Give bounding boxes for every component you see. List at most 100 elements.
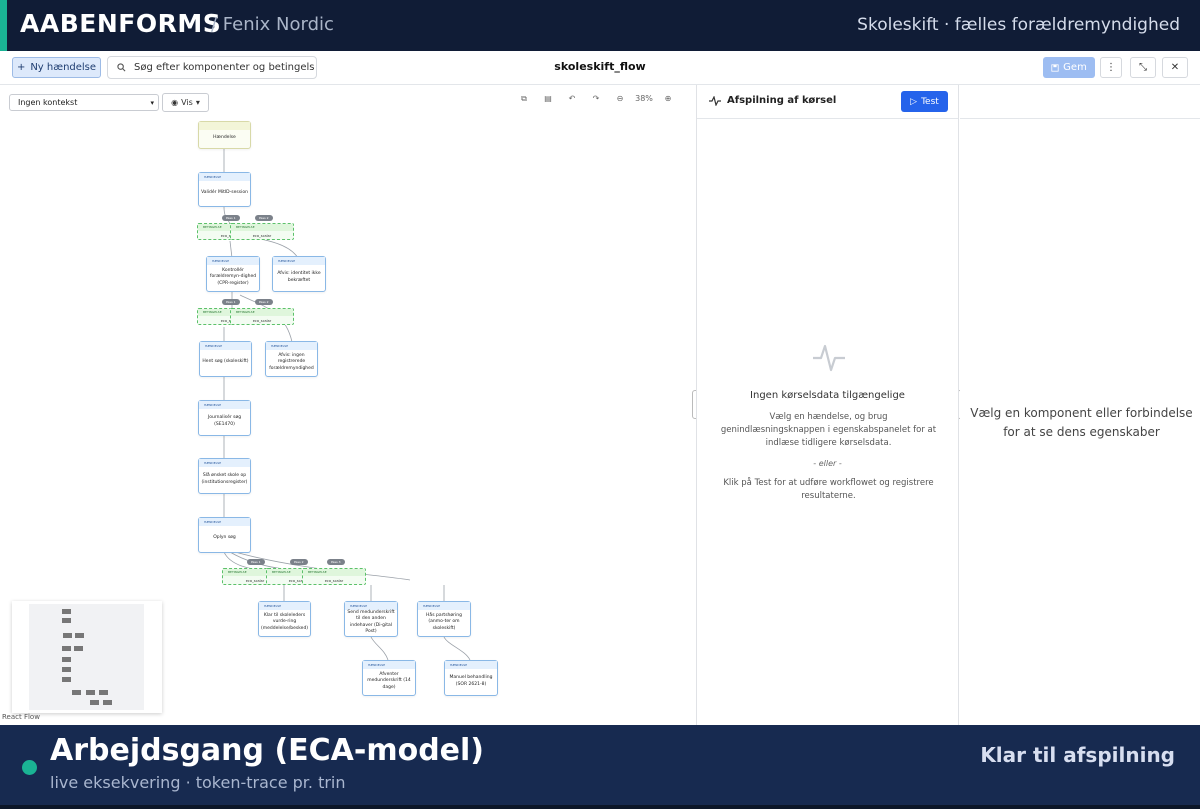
condition-value: eca_scalar xyxy=(252,234,272,238)
workflow-node[interactable]: Hændelse xyxy=(198,121,251,149)
test-button[interactable]: ▷ Test xyxy=(901,91,948,112)
minimap-node xyxy=(62,677,71,682)
minimap-node xyxy=(63,633,72,638)
minimap-viewport xyxy=(29,604,144,710)
close-icon: ✕ xyxy=(1170,62,1180,73)
node-label: Slå ønsket skole op (institutionsregiste… xyxy=(201,473,248,485)
workflow-node[interactable]: HÆNDELSE Journalisér søg (SE1470) xyxy=(198,400,251,436)
node-header: HÆNDELSE xyxy=(418,602,470,610)
node-label: Oplyn søg xyxy=(213,535,236,541)
footer-status: Klar til afspilning xyxy=(980,743,1175,767)
node-header: HÆNDELSE xyxy=(200,342,251,350)
workflow-node[interactable]: HÆNDELSE Hås partshøring (anmo-ter om sk… xyxy=(417,601,471,637)
node-label: Klar til skoleleders vurde-ring (meddele… xyxy=(260,613,309,631)
brand-name: AABENFORMS xyxy=(20,9,222,38)
workflow-node[interactable]: HÆNDELSE Slå ønsket skole op (institutio… xyxy=(198,458,251,494)
condition-header: BETINGELSE xyxy=(223,569,287,576)
node-header: HÆNDELSE xyxy=(266,342,317,350)
condition-value: eca_scalar xyxy=(252,319,272,323)
workflow-node[interactable]: HÆNDELSE Klar til skoleleders vurde-ring… xyxy=(258,601,311,637)
node-label: Hent søg (skoleskift) xyxy=(202,359,249,365)
view-label: Vis xyxy=(181,98,193,107)
zoom-out-icon[interactable]: ⊖ xyxy=(616,94,624,103)
workflow-node[interactable]: HÆNDELSE Afventer medunderskrift (14 dag… xyxy=(362,660,416,696)
minimize-icon: ⤡ xyxy=(1139,62,1147,73)
workflow-node[interactable]: HÆNDELSE Afvis: identitet ikke bekræftet xyxy=(272,256,326,292)
flow-canvas[interactable]: Ingen kontekst ▾ ◉ Vis ▾ ⧉ ▤ ↶ ↷ ⊖ 38% ⊕ xyxy=(0,85,696,725)
node-header: HÆNDELSE xyxy=(199,401,250,409)
component-search-input[interactable]: Søg efter komponenter og betingels xyxy=(107,56,317,79)
condition-value: eca_scalar xyxy=(198,319,262,323)
minimap-node xyxy=(62,667,71,672)
node-header: HÆNDELSE xyxy=(207,257,259,265)
workflow-node[interactable]: HÆNDELSE Validér MitID-session xyxy=(198,172,251,207)
footer-banner: Arbejdsgang (ECA-model) live eksekvering… xyxy=(0,725,1200,809)
condition-header: BETINGELSE xyxy=(231,224,293,231)
workflow-node[interactable]: HÆNDELSE Manuel behandling (SOR 2621-8) xyxy=(444,660,498,696)
condition-header: BETINGELSE xyxy=(267,569,329,576)
condition-value: eca_scalar xyxy=(245,579,265,583)
new-event-button[interactable]: + Ny hændelse xyxy=(12,57,101,78)
minimap-node xyxy=(62,609,71,614)
edge-label: Pass 1 xyxy=(222,299,240,305)
condition-header: BETINGELSE xyxy=(303,569,365,576)
footer-subtitle: live eksekvering · token-trace pr. trin xyxy=(50,773,346,792)
minimap-node xyxy=(86,690,95,695)
minimap-node xyxy=(62,657,71,662)
workflow-node[interactable]: HÆNDELSE Send medunderskrift til den and… xyxy=(344,601,398,637)
view-button[interactable]: ◉ Vis ▾ xyxy=(162,93,209,112)
workflow-node[interactable]: HÆNDELSE Afvis: ingen registrerede foræl… xyxy=(265,341,318,377)
status-dot-icon xyxy=(22,760,37,775)
node-label: Afventer medunderskrift (14 dage) xyxy=(367,672,411,690)
activity-icon xyxy=(709,95,721,106)
copy-icon[interactable]: ⧉ xyxy=(521,94,527,103)
condition-value: eca_scalar xyxy=(198,234,262,238)
context-select[interactable]: Ingen kontekst ▾ xyxy=(9,94,159,111)
save-label: Gem xyxy=(1063,62,1087,73)
edge-label: Pass 2 xyxy=(255,299,273,305)
empty-state-hint: Klik på Test for at udføre workflowet og… xyxy=(723,478,934,502)
plus-icon: + xyxy=(16,62,26,73)
workflow-node[interactable]: HÆNDELSE Kontrollér forældremyn-dighed (… xyxy=(206,256,260,292)
workflow-node[interactable]: HÆNDELSE Oplyn søg xyxy=(198,517,251,553)
activity-icon xyxy=(813,344,845,372)
collapse-button[interactable]: ⤡ xyxy=(1130,57,1156,78)
edge-label: Pass 1 xyxy=(222,215,240,221)
node-label: Journalisér søg (SE1470) xyxy=(207,415,242,427)
close-button[interactable]: ✕ xyxy=(1162,57,1188,78)
condition-node[interactable]: BETINGELSE eca_scalar xyxy=(302,568,366,585)
accent-stripe xyxy=(0,0,7,51)
properties-panel: Vælg en komponent eller forbindelse for … xyxy=(960,85,1200,725)
playback-title-text: Afspilning af kørsel xyxy=(727,95,837,106)
node-header: HÆNDELSE xyxy=(273,257,325,265)
properties-header xyxy=(960,85,1200,119)
node-label: Send medunderskrift til den anden indeha… xyxy=(347,610,395,634)
workflow-context-title: Skoleskift · fælles forældremyndighed xyxy=(857,15,1180,35)
playback-header: Afspilning af kørsel ▷ Test xyxy=(697,85,958,119)
chevron-down-icon: ▾ xyxy=(195,98,200,107)
condition-node[interactable]: BETINGELSE eca_scalar xyxy=(230,223,294,240)
react-flow-attribution[interactable]: React Flow xyxy=(2,713,40,721)
node-header: HÆNDELSE xyxy=(199,173,250,181)
minimap[interactable] xyxy=(12,601,162,713)
minimap-node xyxy=(90,700,99,705)
node-header: HÆNDELSE xyxy=(199,459,250,467)
node-header: HÆNDELSE xyxy=(259,602,310,610)
eye-icon: ◉ xyxy=(171,98,179,107)
condition-value: eca_scalar xyxy=(288,579,308,583)
node-label: Hås partshøring (anmo-ter om skoleskift) xyxy=(426,613,462,631)
redo-icon[interactable]: ↷ xyxy=(592,94,600,103)
clipboard-icon[interactable]: ▤ xyxy=(544,94,552,103)
save-button[interactable]: Gem xyxy=(1043,57,1095,78)
workflow-node[interactable]: HÆNDELSE Hent søg (skoleskift) xyxy=(199,341,252,377)
undo-icon[interactable]: ↶ xyxy=(568,94,576,103)
condition-header: BETINGELSE xyxy=(231,309,293,316)
zoom-level: 38% xyxy=(635,94,653,103)
more-options-button[interactable]: ⋮ xyxy=(1100,57,1122,78)
footer-title: Arbejdsgang (ECA-model) xyxy=(50,733,485,768)
condition-node[interactable]: BETINGELSE eca_scalar xyxy=(230,308,294,325)
node-header: HÆNDELSE xyxy=(445,661,497,669)
search-icon xyxy=(117,63,126,72)
node-label: Manuel behandling (SOR 2621-8) xyxy=(449,675,493,687)
zoom-in-icon[interactable]: ⊕ xyxy=(664,94,672,103)
